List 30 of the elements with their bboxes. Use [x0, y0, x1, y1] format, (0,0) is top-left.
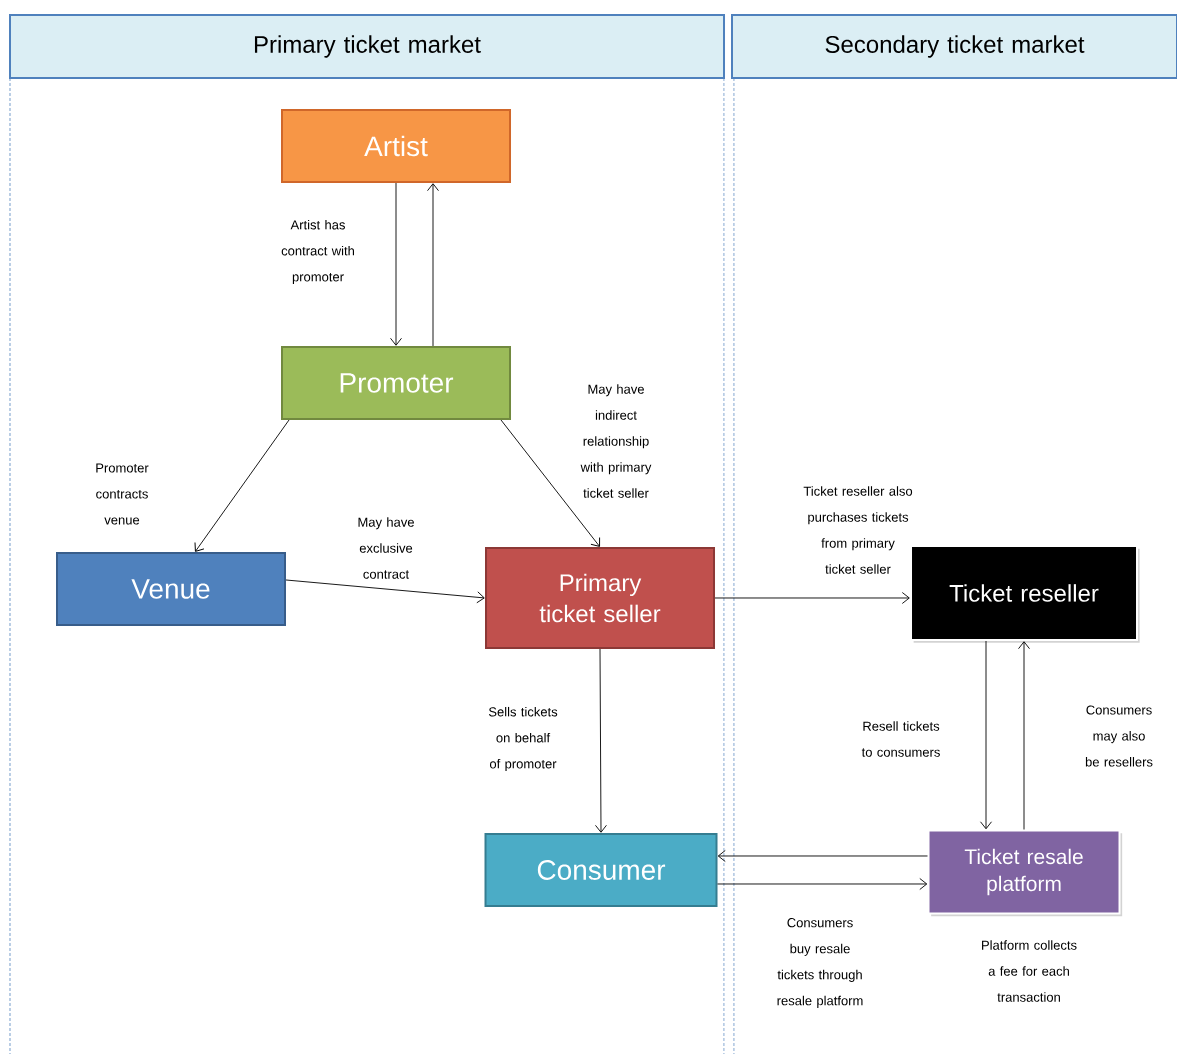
process-box: Ticket resale platform — [927, 829, 1123, 917]
note-text: Platform collects a fee for each transaction — [982, 940, 1077, 1002]
edge-label: Resell tickets to consumers — [861, 721, 940, 757]
edge-label: Promoter contracts venue — [96, 463, 149, 525]
arrow — [194, 419, 290, 552]
header-band: Primary ticket market — [9, 14, 725, 79]
arrow — [595, 648, 607, 833]
arrow — [390, 182, 402, 346]
arrow — [500, 419, 601, 547]
arrow — [1018, 641, 1030, 830]
edge-label: Consumers buy resale tickets through resale platform — [777, 918, 863, 1008]
edge-label: May have exclusive contract — [358, 517, 414, 579]
process-box: Primary ticket seller — [485, 547, 715, 649]
process-box: Venue — [56, 552, 286, 626]
process-box: Consumer — [484, 833, 718, 907]
edge-label: Artist has contract with promoter — [281, 219, 354, 285]
arrow — [717, 850, 928, 862]
arrow — [980, 640, 992, 830]
process-box: Ticket reseller — [910, 545, 1140, 643]
arrow — [285, 579, 485, 604]
process-box: Promoter — [281, 346, 511, 420]
arrow — [427, 183, 439, 347]
edge-label: Ticket reseller also purchases tickets from primary ticket seller — [803, 486, 913, 574]
process-box: Artist — [281, 109, 511, 183]
edge-label: Consumers may also be resellers — [1085, 705, 1153, 767]
header-band: Secondary ticket market — [731, 14, 1177, 79]
edge-label: May have indirect relationship with primary ticket seller — [580, 384, 652, 498]
arrow — [714, 592, 910, 604]
edge-label: Sells tickets on behalf of promoter — [488, 706, 558, 772]
arrow — [717, 878, 928, 890]
